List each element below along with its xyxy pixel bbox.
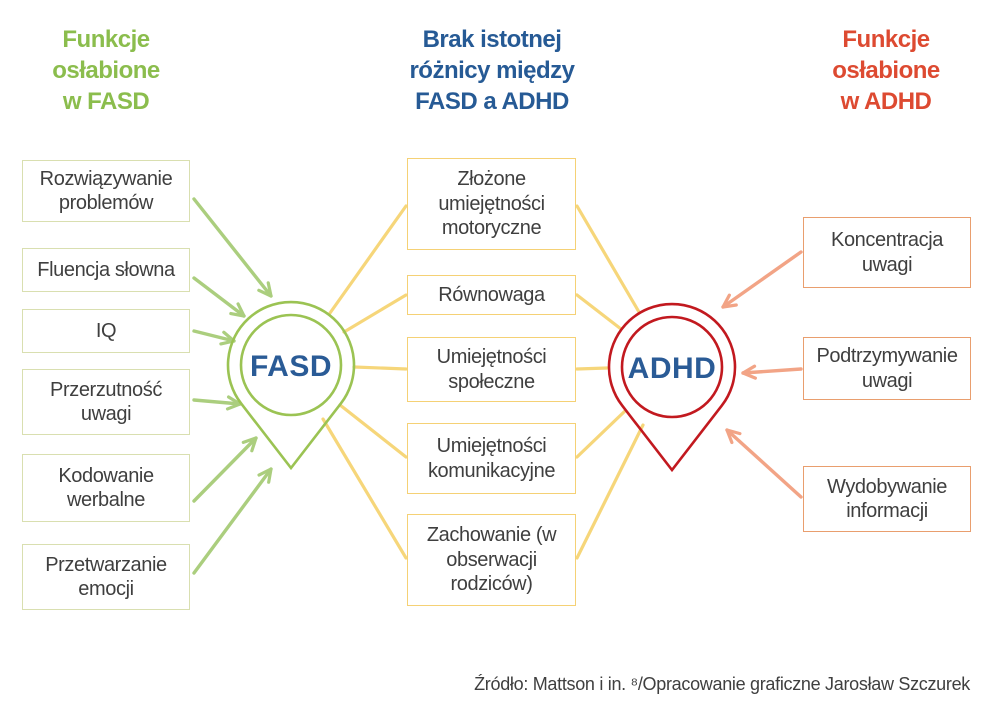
fasd-box: Fluencja słowna xyxy=(22,248,190,292)
green-arrow xyxy=(192,276,246,318)
yellow-connector xyxy=(575,293,623,331)
yellow-connector xyxy=(338,403,408,459)
yellow-connector xyxy=(342,293,408,334)
adhd-box: Podtrzymywanie uwagi xyxy=(803,337,971,400)
yellow-connector xyxy=(328,204,408,315)
adhd-pin-inner-circle xyxy=(620,315,724,419)
shared-box: Zachowanie (w obserwacji rodziców) xyxy=(407,514,576,606)
green-arrow xyxy=(192,197,273,298)
adhd-box: Wydobywanie informacji xyxy=(803,466,971,532)
fasd-box: Przetwarzanie emocji xyxy=(22,544,190,610)
yellow-connector xyxy=(575,409,627,459)
adhd-pin-label: ADHD xyxy=(627,352,717,385)
heading-adhd-column: Funkcje osłabione w ADHD xyxy=(832,26,940,116)
orange-arrow xyxy=(721,250,803,309)
adhd-pin-icon xyxy=(607,302,737,473)
adhd-pin-outline xyxy=(607,302,737,473)
green-arrow xyxy=(192,436,258,503)
shared-box: Umiejętności społeczne xyxy=(407,337,576,402)
fasd-box: Przerzutność uwagi xyxy=(22,369,190,435)
heading-fasd-column: Funkcje osłabione w FASD xyxy=(52,26,160,116)
shared-box: Równowaga xyxy=(407,275,576,315)
green-arrow xyxy=(192,467,273,575)
orange-arrow xyxy=(725,428,803,499)
heading-shared-column: Brak istotnej różnicy między FASD a ADHD xyxy=(409,26,575,116)
orange-arrow xyxy=(741,364,803,380)
adhd-box: Koncentracja uwagi xyxy=(803,217,971,288)
fasd-box: Kodowanie werbalne xyxy=(22,454,190,522)
green-arrow xyxy=(192,395,242,411)
fasd-box: IQ xyxy=(22,309,190,353)
yellow-connector xyxy=(352,365,408,371)
fasd-pin-label: FASD xyxy=(249,350,332,383)
yellow-connector xyxy=(575,366,609,371)
shared-box: Złożone umiejętności motoryczne xyxy=(407,158,576,250)
shared-box: Umiejętności komunikacyjne xyxy=(407,423,576,494)
yellow-connector xyxy=(575,204,641,314)
green-arrow xyxy=(192,329,236,346)
fasd-pin-outline xyxy=(226,300,356,471)
source-caption: Źródło: Mattson i in. ⁸/Opracowanie graf… xyxy=(474,674,970,694)
yellow-connector xyxy=(321,417,408,560)
yellow-connector xyxy=(575,423,645,560)
fasd-box: Rozwiązywanie problemów xyxy=(22,160,190,222)
fasd-pin-icon xyxy=(226,300,356,471)
fasd-pin-inner-circle xyxy=(239,313,343,417)
